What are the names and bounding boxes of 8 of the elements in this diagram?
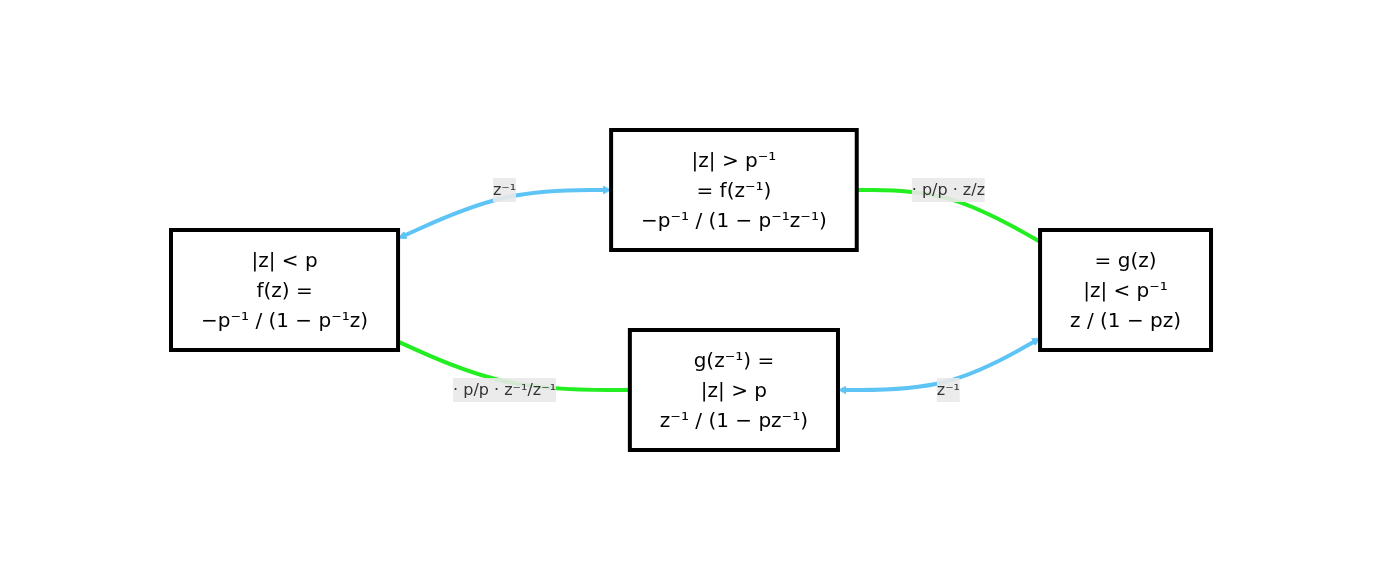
node-box: |z| > p⁻¹ = f(z⁻¹) −p⁻¹ / (1 − p⁻¹z⁻¹) (609, 127, 859, 252)
edge-label: z⁻¹ (936, 379, 961, 399)
node-box: = g(z) |z| < p⁻¹ z / (1 − pz) (1038, 227, 1213, 352)
node-box: |z| < p f(z) = −p⁻¹ / (1 − p⁻¹z) (169, 227, 401, 352)
edge-label: z⁻¹ (492, 179, 517, 199)
edge-label: · p/p · z/z (911, 179, 986, 199)
edge-label: · p/p · z⁻¹/z⁻¹ (453, 379, 557, 399)
node-box: g(z⁻¹) = |z| > p z⁻¹ / (1 − pz⁻¹) (627, 327, 840, 452)
